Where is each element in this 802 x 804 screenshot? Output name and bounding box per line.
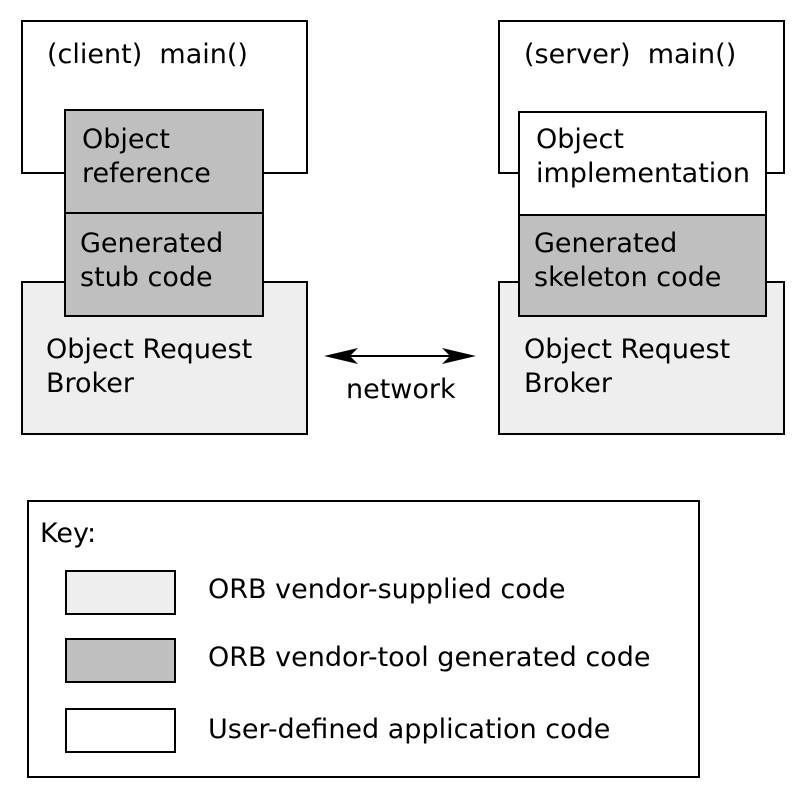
key-swatch-vendor-generated [65,638,176,683]
object-reference-label: Object reference [82,124,211,189]
server-orb-label: Object Request Broker [524,334,731,399]
server-main-label: (server) main() [524,39,737,70]
skeleton-code-label: Generated skeleton code [534,228,722,293]
key-swatch-user-defined [65,708,176,753]
client-main-label: (client) main() [47,39,248,70]
object-reference-box [64,109,264,214]
object-implementation-label: Object implementation [536,124,750,189]
key-swatch-vendor-supplied [65,570,176,615]
client-orb-label: Object Request Broker [46,334,253,399]
stub-code-box [64,212,264,317]
object-implementation-box [518,111,767,216]
key-label-vendor-generated: ORB vendor-tool generated code [208,642,651,673]
key-title: Key: [40,518,97,549]
skeleton-code-box [518,214,767,317]
network-label: network [346,374,456,405]
stub-code-label: Generated stub code [80,228,224,293]
key-label-user-defined: User-defined application code [208,714,611,745]
key-label-vendor-supplied: ORB vendor-supplied code [208,574,566,605]
